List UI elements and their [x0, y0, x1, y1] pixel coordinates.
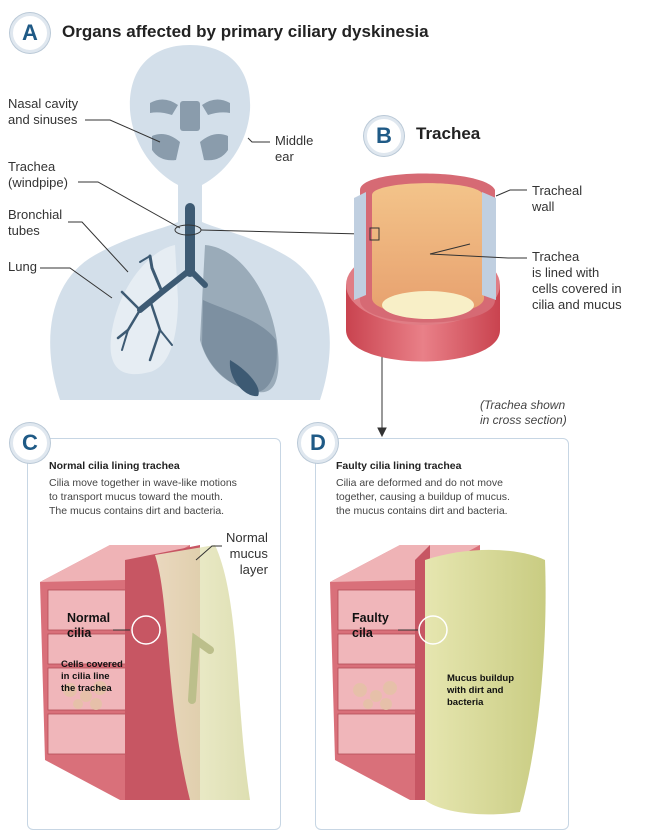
label-lung: Lung — [8, 259, 37, 274]
panel-c-description: Cilia move together in wave-like motions… — [49, 477, 237, 517]
label-middle-ear: Middle ear — [275, 133, 314, 164]
panel-c-badge: C — [10, 423, 50, 463]
tissue-block-faulty — [330, 545, 546, 815]
sinuses — [150, 99, 230, 161]
panel-a-title: Organs affected by primary ciliary dyski… — [62, 22, 429, 41]
label-nasal-cavity: Nasal cavity and sinuses — [8, 96, 79, 127]
leader-lines-c — [113, 545, 222, 631]
label-trachea-lined: Trachea is lined with cells covered in c… — [532, 249, 622, 312]
faulty-cilia-circle — [418, 615, 448, 645]
panel-d-box — [315, 438, 569, 830]
normal-cilia-circle — [131, 615, 161, 645]
panel-c-box — [27, 438, 281, 830]
label-mucus-buildup: Mucus buildup with dirt and bacteria — [447, 673, 515, 708]
label-cross-section-note: (Trachea shown in cross section) — [480, 398, 567, 427]
trachea-cross-section — [346, 173, 500, 362]
panel-c-title: Normal cilia lining trachea — [49, 460, 180, 472]
label-bronchial-tubes: Bronchial tubes — [8, 207, 63, 238]
label-normal-cilia: Normal cilia — [67, 611, 111, 640]
panel-d-description: Cilia are deformed and do not move toget… — [336, 477, 510, 517]
label-faulty-cila: Faulty cila — [352, 611, 389, 640]
panel-d-title: Faulty cilia lining trachea — [336, 460, 462, 472]
panel-d-badge: D — [298, 423, 338, 463]
leader-lines-a — [40, 119, 270, 299]
panel-b-badge: B — [364, 116, 404, 156]
panel-a-badge: A — [10, 13, 50, 53]
label-trachea-windpipe: Trachea (windpipe) — [8, 159, 68, 190]
tissue-block-normal — [40, 545, 250, 800]
leader-lines-b — [429, 189, 527, 259]
label-normal-mucus-layer: Normal mucus layer — [226, 530, 268, 577]
lungs — [110, 245, 279, 397]
label-tracheal-wall: Tracheal wall — [532, 183, 583, 214]
panel-b-title: Trachea — [416, 124, 481, 143]
airway — [116, 203, 208, 362]
label-cells-covered: Cells covered in cilia line the trachea — [61, 659, 123, 694]
